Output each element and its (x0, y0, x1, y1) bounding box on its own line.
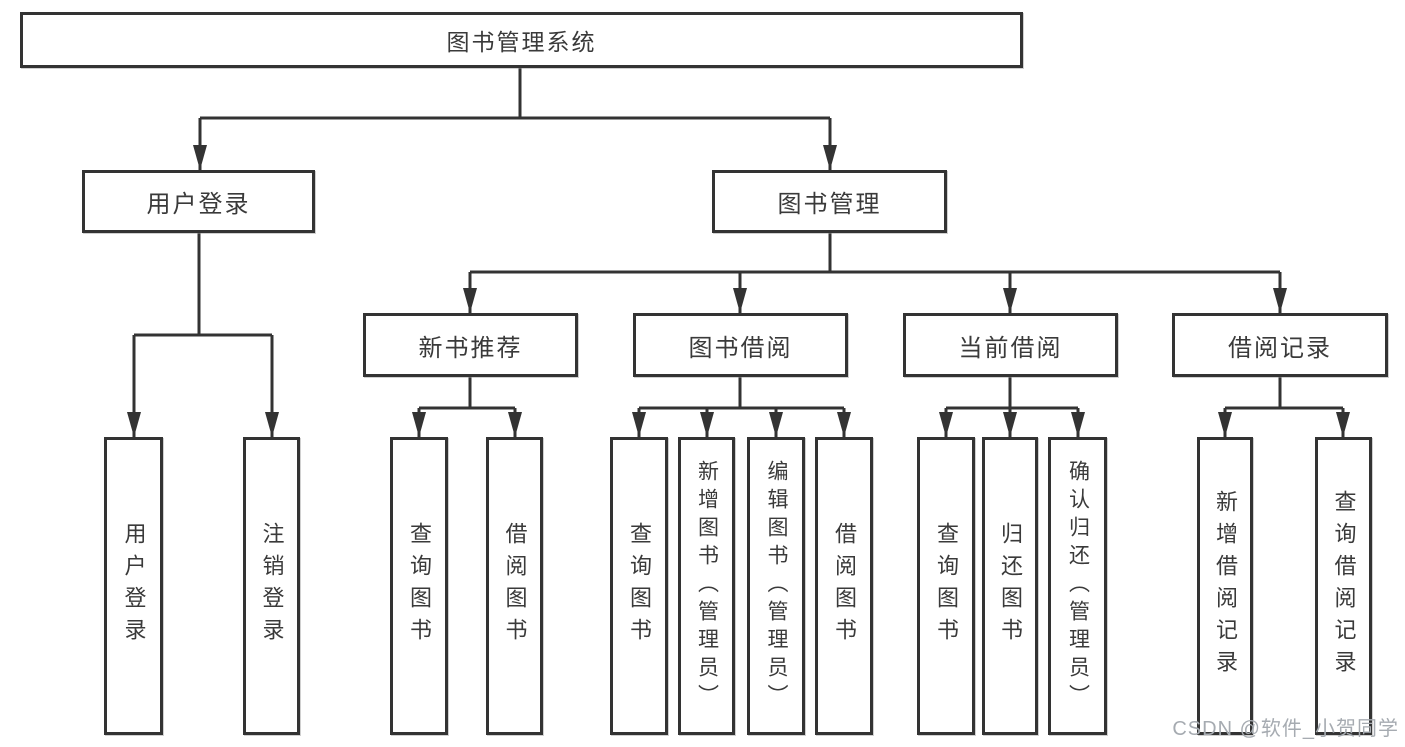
leaf-bb-borrow-books-label: 借阅图书 (832, 522, 857, 650)
leaf-nbr-query-books: 查询图书 (390, 437, 448, 735)
leaf-user-login-label: 用户登录 (121, 522, 147, 650)
leaf-cb-query-books-label: 查询图书 (934, 522, 959, 650)
leaf-cb-return-books-label: 归还图书 (998, 522, 1023, 650)
leaf-cb-return-books: 归还图书 (982, 437, 1038, 735)
node-book-borrowing-label: 图书借阅 (688, 334, 793, 362)
leaf-cb-query-books: 查询图书 (917, 437, 975, 735)
leaf-br-add-record: 新增借阅记录 (1197, 437, 1253, 735)
leaf-logout: 注销登录 (243, 437, 300, 735)
leaf-bb-edit-books-admin: 编辑图书（管理员） (747, 437, 805, 735)
node-borrowing-records-label: 借阅记录 (1228, 334, 1332, 362)
node-user-login: 用户登录 (82, 170, 315, 233)
leaf-nbr-query-books-label: 查询图书 (407, 522, 432, 650)
node-book-management: 图书管理 (712, 170, 947, 233)
node-current-borrowing-label: 当前借阅 (958, 334, 1063, 362)
leaf-user-login: 用户登录 (104, 437, 163, 735)
leaf-br-query-record: 查询借阅记录 (1315, 437, 1372, 735)
leaf-br-add-record-label: 新增借阅记录 (1213, 490, 1238, 682)
node-book-management-label: 图书管理 (777, 191, 882, 218)
node-root: 图书管理系统 (20, 12, 1023, 68)
node-borrowing-records: 借阅记录 (1172, 313, 1388, 377)
leaf-nbr-borrow-books: 借阅图书 (486, 437, 543, 735)
leaf-bb-add-books-admin: 新增图书（管理员） (678, 437, 735, 735)
leaf-bb-edit-books-admin-label: 编辑图书（管理员） (765, 460, 788, 712)
leaf-cb-confirm-return-admin: 确认归还（管理员） (1048, 437, 1107, 735)
leaf-br-query-record-label: 查询借阅记录 (1331, 490, 1357, 682)
leaf-bb-borrow-books: 借阅图书 (815, 437, 873, 735)
node-new-book-recommend-label: 新书推荐 (418, 334, 523, 362)
node-new-book-recommend: 新书推荐 (363, 313, 578, 377)
leaf-nbr-borrow-books-label: 借阅图书 (502, 522, 528, 650)
node-current-borrowing: 当前借阅 (903, 313, 1118, 377)
leaf-bb-add-books-admin-label: 新增图书（管理员） (695, 460, 719, 712)
leaf-logout-label: 注销登录 (259, 522, 285, 650)
node-root-label: 图书管理系统 (446, 29, 597, 55)
csdn-watermark: CSDN @软件_小贺同学 (1172, 718, 1399, 740)
node-user-login-label: 用户登录 (146, 191, 251, 218)
leaf-cb-confirm-return-admin-label: 确认归还（管理员） (1066, 460, 1090, 712)
node-book-borrowing: 图书借阅 (633, 313, 848, 377)
leaf-bb-query-books: 查询图书 (610, 437, 668, 735)
leaf-bb-query-books-label: 查询图书 (627, 522, 652, 650)
